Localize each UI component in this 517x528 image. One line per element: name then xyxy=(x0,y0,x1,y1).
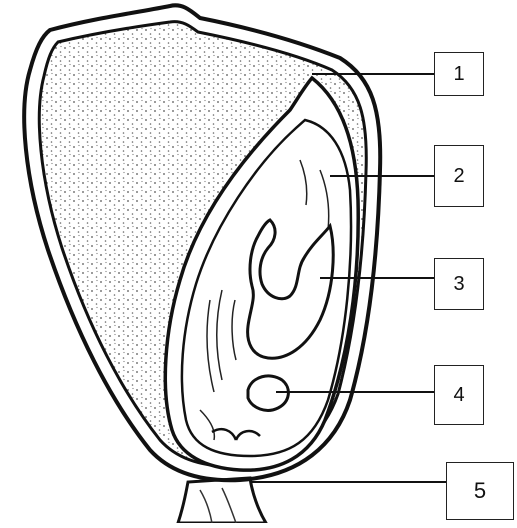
label-box-4: 4 xyxy=(434,365,484,425)
label-box-1: 1 xyxy=(434,52,484,96)
label-1: 1 xyxy=(453,63,464,86)
seed-stalk xyxy=(178,478,266,523)
label-box-5: 5 xyxy=(446,462,514,520)
label-box-2: 2 xyxy=(434,145,484,207)
label-2: 2 xyxy=(453,165,464,188)
label-5: 5 xyxy=(474,478,486,504)
label-box-3: 3 xyxy=(434,258,484,310)
label-4: 4 xyxy=(453,384,464,407)
label-3: 3 xyxy=(453,273,464,296)
radicle xyxy=(248,376,288,410)
